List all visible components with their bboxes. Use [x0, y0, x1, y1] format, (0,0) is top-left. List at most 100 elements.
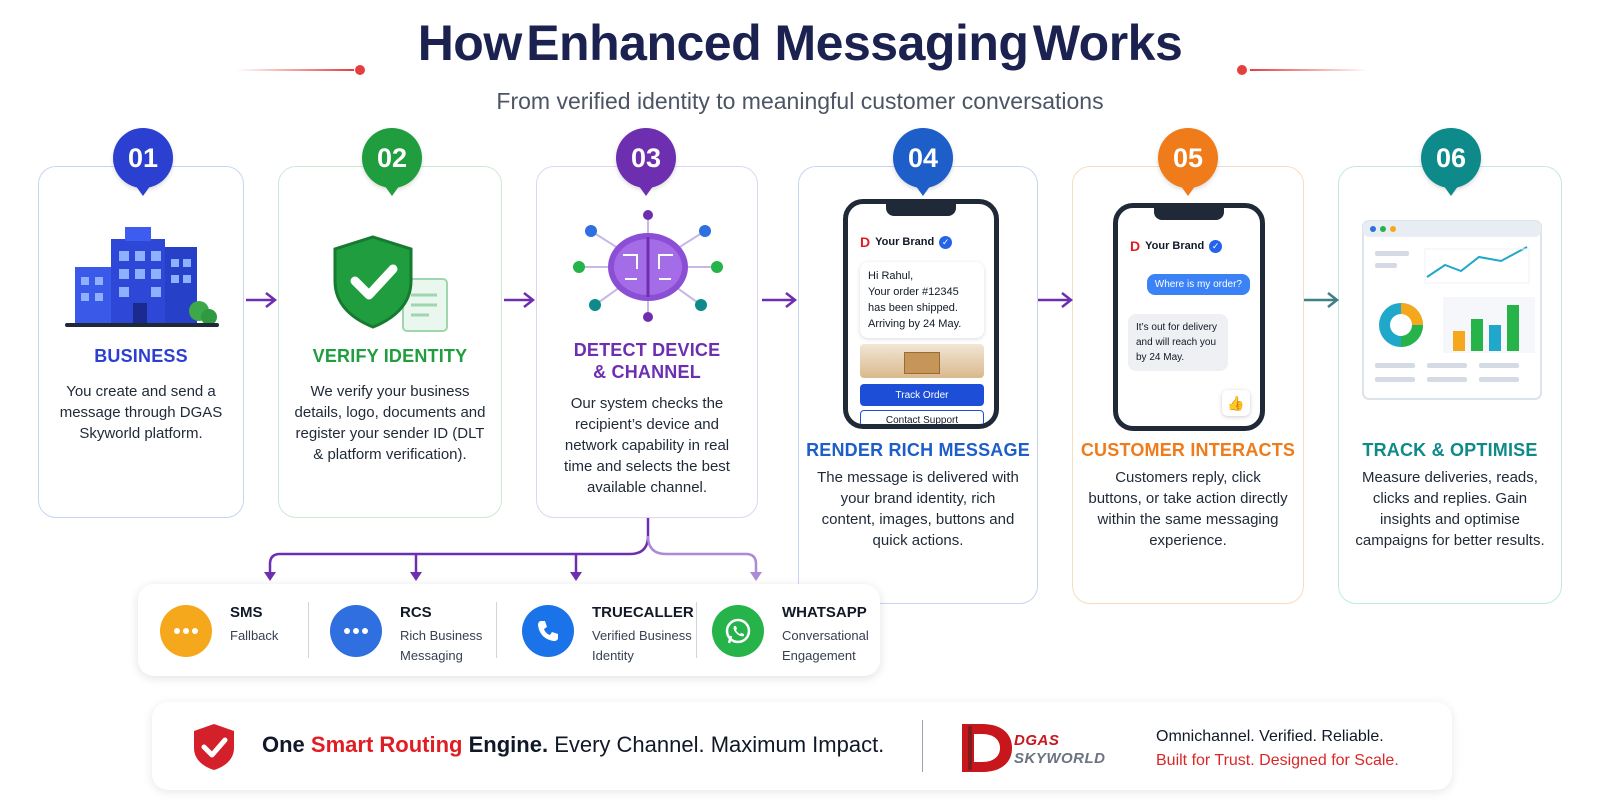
pin-tip: [1441, 182, 1461, 196]
phone-notch: [1154, 208, 1224, 220]
package-image: [860, 344, 984, 378]
title-decor-right-dot: [1237, 65, 1247, 75]
contact-support-button[interactable]: Contact Support: [860, 410, 984, 424]
channel-name: TRUECALLER: [592, 604, 694, 621]
step-3-description: Our system checks the recipient’s device…: [564, 395, 730, 496]
brand-name: Your Brand: [1145, 240, 1205, 252]
channel-desc-line: Identity: [592, 648, 634, 663]
message-bubble: Hi Rahul, Your order #12345 has been shi…: [860, 262, 984, 338]
title-highlight: Enhanced Messaging: [526, 15, 1029, 71]
logo-line1: DGAS: [1014, 732, 1060, 749]
step-4-description: The message is delivered with your brand…: [817, 469, 1019, 549]
step-5-title: CUSTOMER INTERACTS: [1080, 440, 1296, 460]
step-2-title: VERIFY IDENTITY: [312, 346, 468, 366]
shield-check-icon: [194, 724, 234, 770]
message-line: Hi Rahul,: [868, 270, 914, 282]
brand-logo-icon: D: [860, 234, 871, 250]
channel-name: RCS: [400, 604, 432, 621]
title-decor-left-dot: [355, 65, 365, 75]
banner-tagline-1: Omnichannel. Verified. Reliable.: [1156, 728, 1384, 745]
shield-check-icon: [333, 235, 448, 332]
step-5-number: 05: [1158, 128, 1218, 188]
incoming-line: It’s out for delivery: [1136, 322, 1217, 333]
page-subtitle: From verified identity to meaningful cus…: [496, 88, 1104, 114]
channel-desc-line: Rich Business: [400, 628, 483, 643]
thumbs-up-icon[interactable]: 👍: [1222, 390, 1250, 416]
channel-desc-line: Verified Business: [592, 628, 692, 643]
banner-tagline-2: Built for Trust. Designed for Scale.: [1156, 752, 1399, 769]
step-2-number-badge: 02: [362, 128, 422, 196]
channels-panel: SMS Fallback RCS Rich Business Messaging…: [138, 584, 880, 676]
channel-desc-line: Engagement: [782, 648, 856, 663]
banner-divider: [922, 720, 923, 772]
brand-logo-icon: D: [1130, 238, 1141, 254]
banner-part3: Every Channel. Maximum Impact.: [554, 732, 885, 757]
brand-header: D Your Brand ✓: [1130, 238, 1223, 254]
channel-branch-connector: [264, 518, 762, 581]
channel-description: Conversational Engagement: [782, 626, 869, 666]
step-4-number: 04: [893, 128, 953, 188]
channel-divider: [308, 602, 309, 658]
step-4-number-badge: 04: [893, 128, 953, 196]
arrow-right-icon: [762, 292, 798, 308]
channel-name: SMS: [230, 604, 263, 621]
arrow-right-icon: [1038, 292, 1074, 308]
message-line: has been shipped.: [868, 302, 958, 314]
step-card-verify-identity: VERIFY IDENTITY We verify your business …: [278, 166, 502, 518]
incoming-line: and will reach you: [1136, 337, 1217, 348]
package-box-icon: [904, 352, 940, 374]
track-order-button[interactable]: Track Order: [860, 384, 984, 406]
outgoing-message-bubble: Where is my order?: [1146, 274, 1250, 295]
pin-tip: [382, 182, 402, 196]
title-decor-right-line: [1250, 69, 1368, 71]
incoming-message-bubble: It’s out for delivery and will reach you…: [1128, 314, 1228, 371]
banner-part1: One: [262, 732, 305, 757]
pin-tip: [133, 182, 153, 196]
channel-desc-line: Conversational: [782, 628, 869, 643]
channel-divider: [496, 602, 497, 658]
title-part1: How: [417, 15, 523, 71]
brain-network-icon: [573, 210, 723, 322]
step-4-title: RENDER RICH MESSAGE: [806, 440, 1030, 460]
channel-description: Verified Business Identity: [592, 626, 692, 666]
routing-engine-banner: One Smart Routing Engine. Every Channel.…: [152, 702, 1452, 790]
step-3-title-line1: DETECT DEVICE: [573, 340, 721, 360]
incoming-line: by 24 May.: [1136, 352, 1185, 363]
logo-line2: SKYWORLD: [1014, 750, 1106, 767]
step-5-description: Customers reply, click buttons, or take …: [1088, 469, 1288, 549]
arrow-right-icon: [246, 292, 278, 308]
step-card-detect-device: DETECT DEVICE & CHANNEL Our system check…: [536, 166, 758, 518]
channel-divider: [696, 602, 697, 658]
step-1-title: BUSINESS: [94, 346, 188, 366]
banner-highlight: Smart Routing: [310, 732, 463, 757]
chat-bubble-icon: [330, 605, 382, 657]
step-3-number: 03: [616, 128, 676, 188]
dgas-logo-text: DGAS SKYWORLD: [1014, 732, 1106, 768]
step-1-description: You create and send a message through DG…: [59, 383, 223, 442]
verified-badge-icon: ✓: [939, 235, 953, 249]
whatsapp-icon: [712, 605, 764, 657]
step-card-business: BUSINESS You create and send a message t…: [38, 166, 244, 518]
brand-header: D Your Brand ✓: [860, 234, 953, 250]
channel-desc-line: Messaging: [400, 648, 463, 663]
step-6-description: Measure deliveries, reads, clicks and re…: [1355, 469, 1545, 549]
banner-headline: One Smart Routing Engine. Every Channel.…: [262, 732, 884, 758]
brand-name: Your Brand: [875, 236, 935, 248]
step-1-number-badge: 01: [113, 128, 173, 196]
channel-name: WHATSAPP: [782, 604, 867, 621]
chat-bubble-icon: [160, 605, 212, 657]
verified-badge-icon: ✓: [1209, 239, 1223, 253]
pin-tip: [636, 182, 656, 196]
office-building-icon: [65, 227, 219, 327]
step-6-title: TRACK & OPTIMISE: [1362, 440, 1538, 460]
phone-chat-icon: D Your Brand ✓ Where is my order? It’s o…: [1113, 203, 1265, 431]
dgas-logo-icon: [962, 724, 1012, 772]
page-title: How Enhanced Messaging Works: [0, 14, 1600, 72]
channel-desc-line: Fallback: [230, 628, 279, 643]
message-line: Your order #12345: [868, 286, 959, 298]
title-part2: Works: [1032, 15, 1183, 71]
step-3-title: DETECT DEVICE & CHANNEL: [537, 339, 757, 383]
channel-description: Rich Business Messaging: [400, 626, 482, 666]
step-5-number-badge: 05: [1158, 128, 1218, 196]
channel-description: Fallback: [230, 626, 278, 646]
